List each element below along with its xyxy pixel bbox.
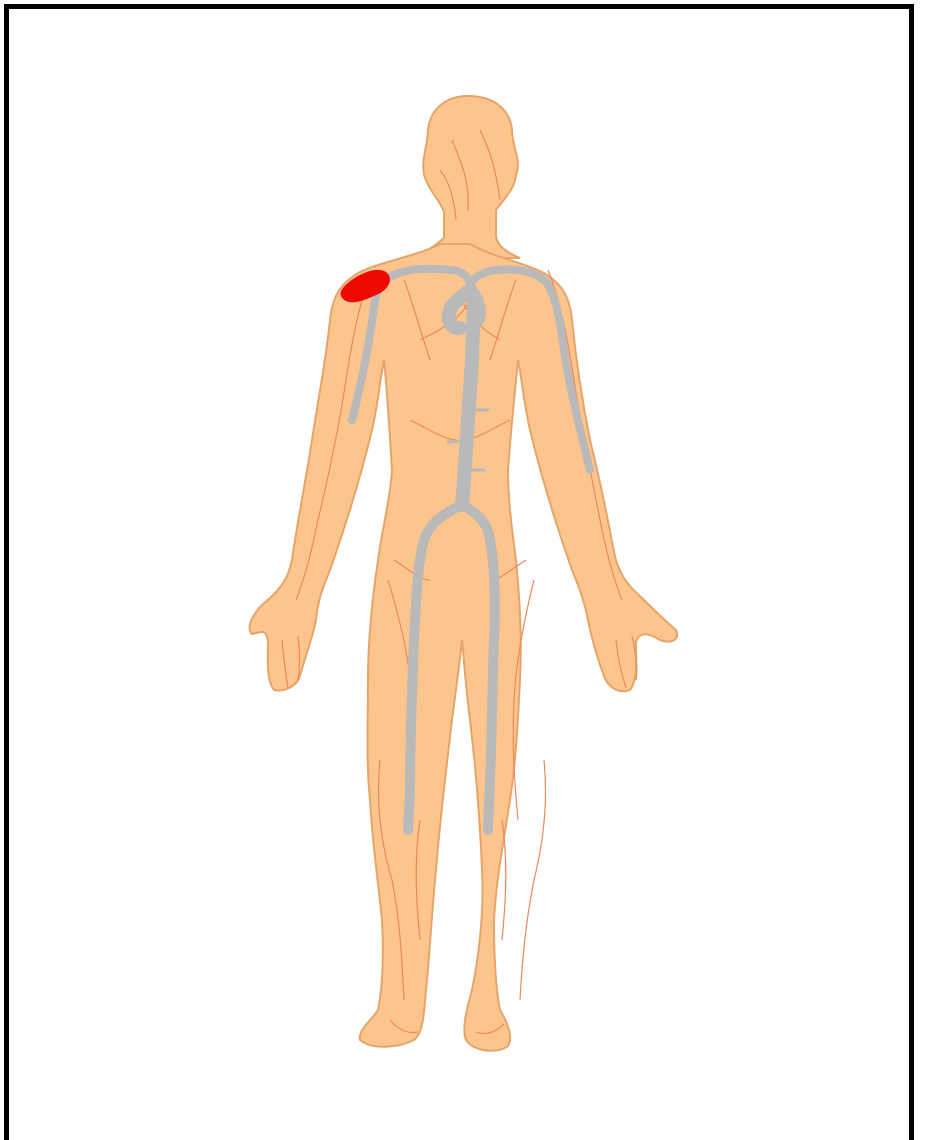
torso	[250, 244, 677, 1051]
